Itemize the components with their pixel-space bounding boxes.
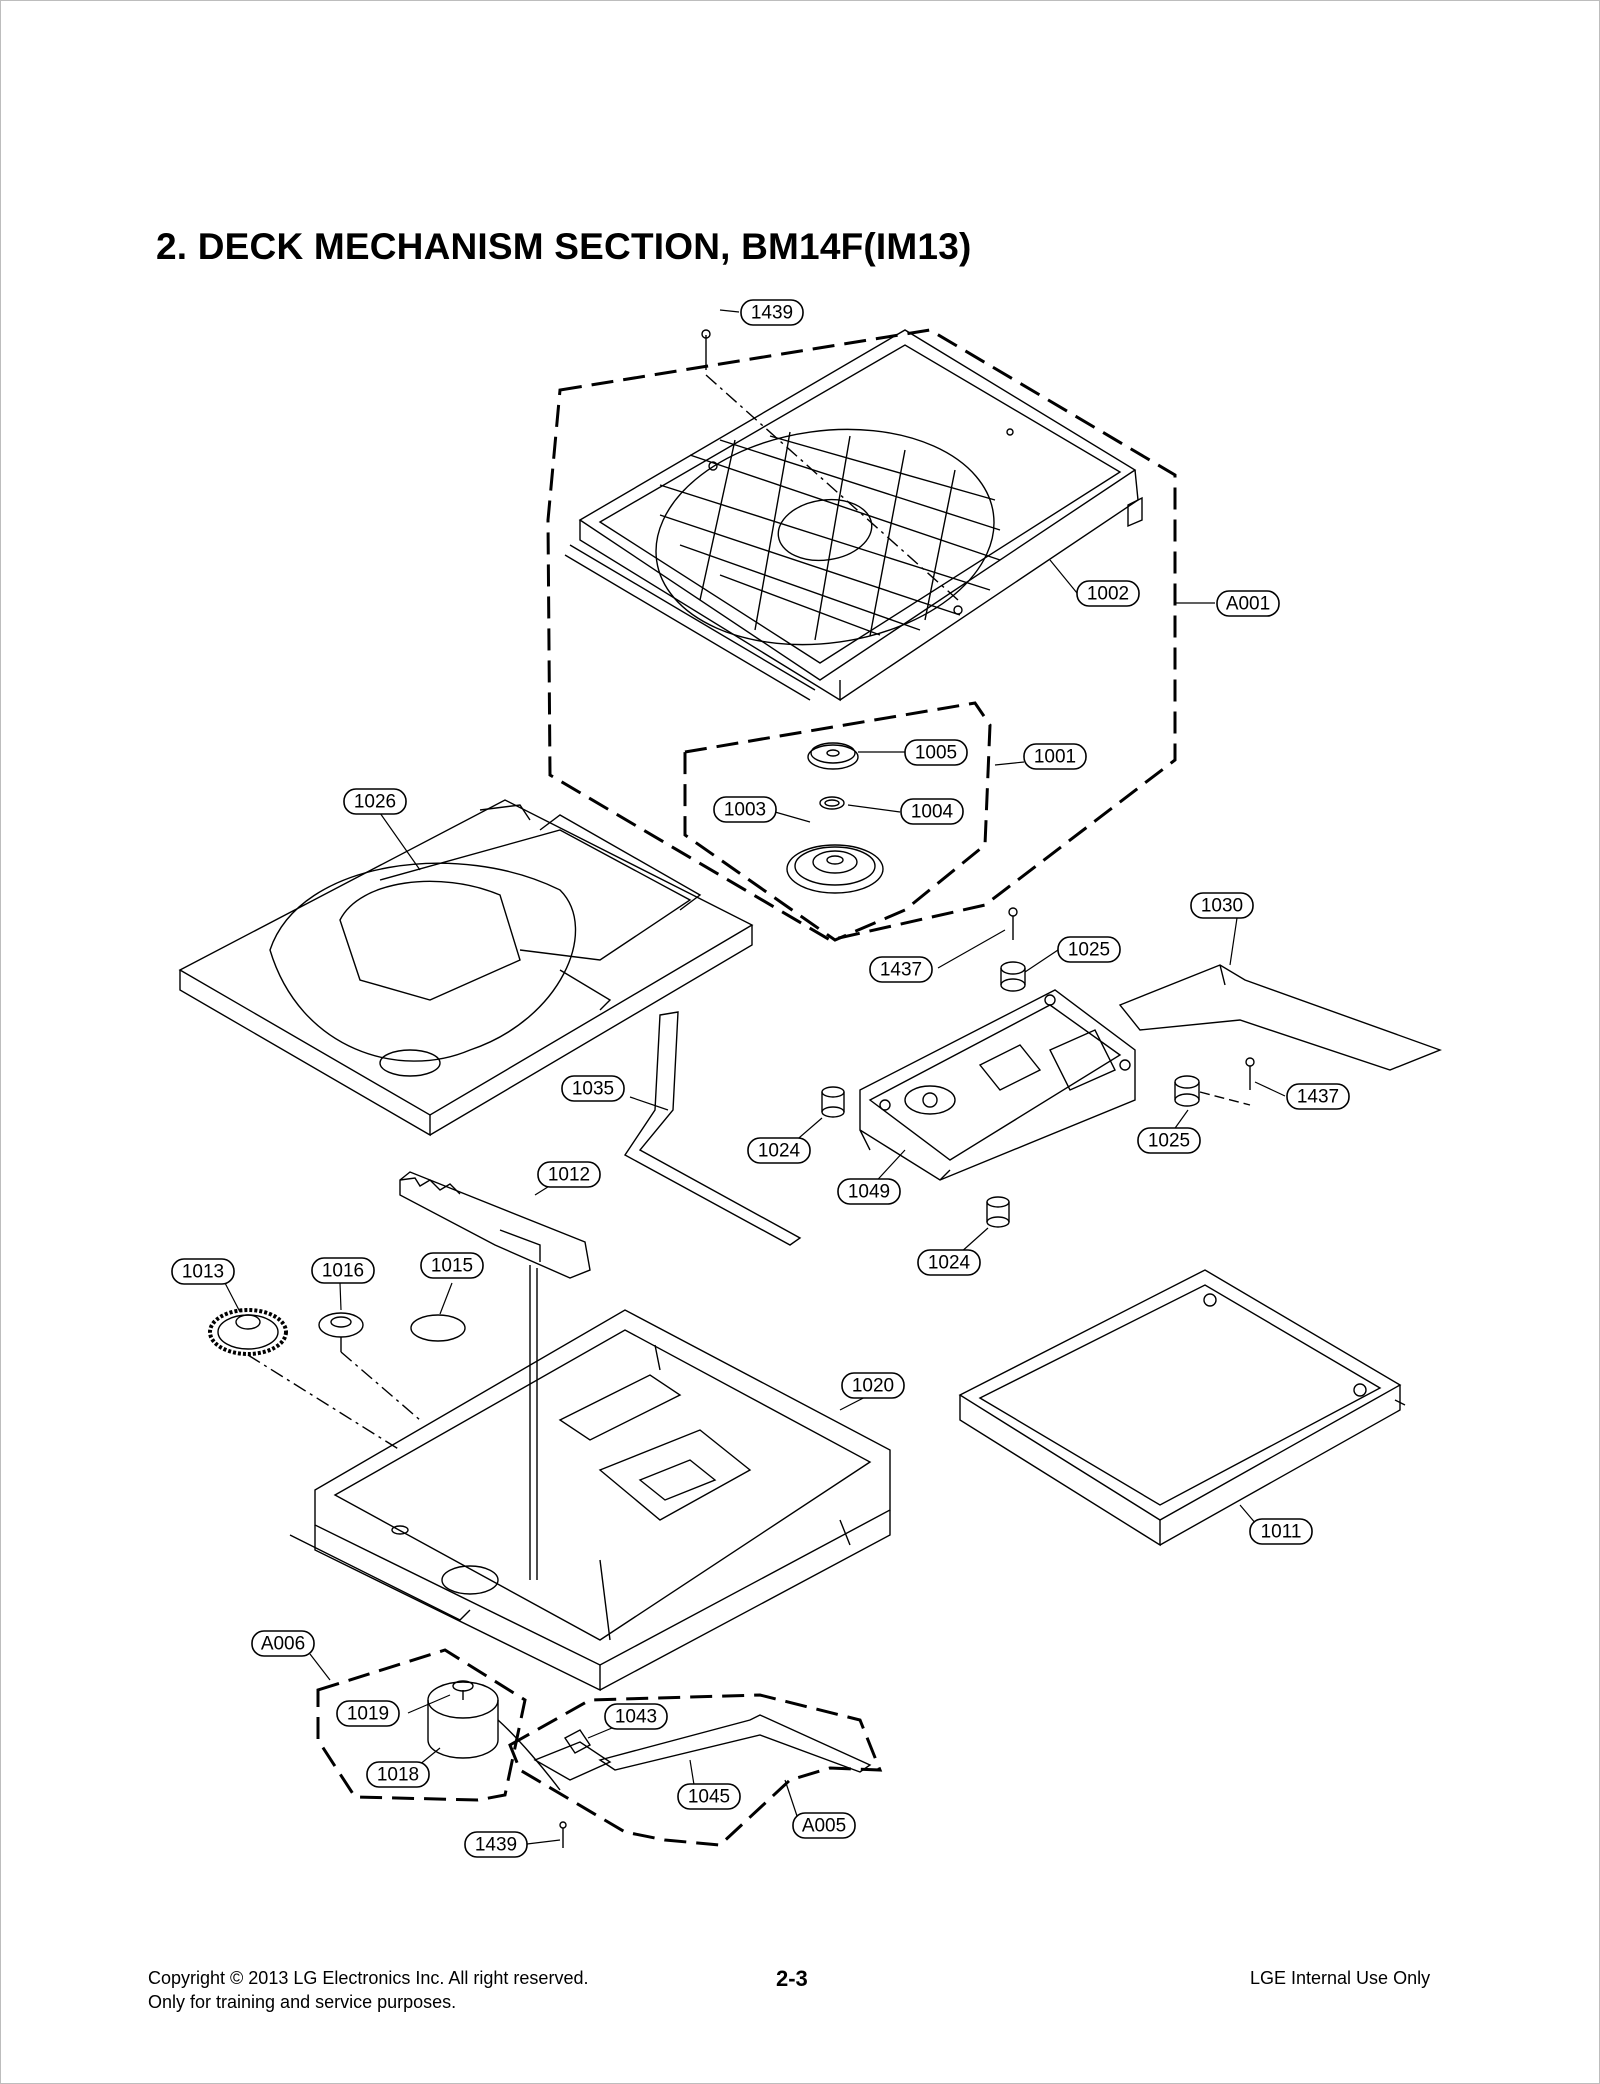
label-1043: 1043 xyxy=(604,1703,668,1730)
part-1012-cam-slider xyxy=(399,1171,591,1580)
label-a005: A005 xyxy=(792,1812,856,1839)
svg-text:A005: A005 xyxy=(802,1816,846,1837)
label-1020: 1020 xyxy=(841,1372,905,1399)
svg-text:1025: 1025 xyxy=(1068,940,1110,961)
outline-a001 xyxy=(546,328,1177,942)
part-1016-pulley xyxy=(318,1312,421,1421)
label-1016: 1016 xyxy=(311,1257,375,1284)
label-1012: 1012 xyxy=(537,1161,601,1188)
part-1025-damper-a xyxy=(1000,961,1026,992)
svg-text:1019: 1019 xyxy=(347,1704,389,1725)
part-1026-tray xyxy=(178,799,754,1137)
label-1011: 1011 xyxy=(1249,1518,1313,1545)
label-1025-top: 1025 xyxy=(1057,936,1121,963)
svg-text:1045: 1045 xyxy=(688,1787,730,1808)
copyright-line-1: Copyright © 2013 LG Electronics Inc. All… xyxy=(148,1968,589,1988)
label-1049: 1049 xyxy=(837,1178,901,1205)
label-1018: 1018 xyxy=(366,1761,430,1788)
part-1043-switch xyxy=(533,1729,612,1781)
svg-text:1024: 1024 xyxy=(758,1141,801,1162)
label-1024-top: 1024 xyxy=(747,1137,811,1164)
svg-text:1439: 1439 xyxy=(751,303,793,324)
part-1019-motor-pulley xyxy=(452,1680,474,1700)
label-1015: 1015 xyxy=(420,1252,484,1279)
part-1018-motor xyxy=(427,1681,561,1791)
copyright-line-2: Only for training and service purposes. xyxy=(148,1992,457,2012)
label-1026: 1026 xyxy=(343,788,407,815)
footer-copyright: Copyright © 2013 LG Electronics Inc. All… xyxy=(148,1966,588,2014)
part-1005-clamper-magnet xyxy=(807,742,859,770)
label-1035: 1035 xyxy=(561,1075,625,1102)
label-1030: 1030 xyxy=(1190,892,1254,919)
label-1437-right: 1437 xyxy=(1286,1083,1350,1110)
svg-text:1035: 1035 xyxy=(572,1079,614,1100)
outline-a005 xyxy=(508,1693,883,1847)
part-1025-damper-b xyxy=(1174,1075,1200,1107)
part-1049-traverse xyxy=(859,989,1136,1181)
page-number: 2-3 xyxy=(776,1966,808,1991)
part-1439-screw-bottom xyxy=(559,1821,567,1848)
label-1024-bottom: 1024 xyxy=(917,1249,981,1276)
svg-text:A001: A001 xyxy=(1226,594,1270,615)
part-1002-cover xyxy=(564,329,1143,702)
svg-text:1013: 1013 xyxy=(182,1262,224,1283)
label-1025-bottom: 1025 xyxy=(1137,1127,1201,1154)
label-1004: 1004 xyxy=(900,798,964,825)
label-1002: 1002 xyxy=(1076,580,1140,607)
part-1013-gear xyxy=(208,1308,401,1451)
outline-1001 xyxy=(683,701,992,942)
part-1030-flat-cable xyxy=(1118,964,1442,1071)
part-1003-clamper xyxy=(786,844,884,894)
svg-text:1043: 1043 xyxy=(615,1707,657,1728)
part-1045-flex-pcb xyxy=(598,1714,872,1773)
svg-text:1026: 1026 xyxy=(354,792,396,813)
label-1013: 1013 xyxy=(171,1258,235,1285)
svg-text:1025: 1025 xyxy=(1148,1131,1190,1152)
svg-text:1020: 1020 xyxy=(852,1376,894,1397)
svg-text:A006: A006 xyxy=(261,1634,305,1655)
internal-use-note: LGE Internal Use Only xyxy=(1250,1968,1431,1988)
svg-text:1015: 1015 xyxy=(431,1256,473,1277)
part-1024-damper-b xyxy=(986,1196,1010,1228)
part-1004-ring xyxy=(819,796,845,810)
svg-text:1439: 1439 xyxy=(475,1835,517,1856)
svg-text:1030: 1030 xyxy=(1201,896,1243,917)
label-1437-left: 1437 xyxy=(869,956,933,983)
part-1015-belt xyxy=(410,1314,466,1342)
label-1005: 1005 xyxy=(904,739,968,766)
svg-text:1004: 1004 xyxy=(911,802,954,823)
svg-text:1012: 1012 xyxy=(548,1165,590,1186)
part-1437-screw-a xyxy=(1008,907,1018,940)
svg-text:1016: 1016 xyxy=(322,1261,364,1282)
svg-text:1002: 1002 xyxy=(1087,584,1129,605)
label-1019: 1019 xyxy=(336,1700,400,1727)
svg-text:1049: 1049 xyxy=(848,1182,890,1203)
svg-text:1437: 1437 xyxy=(1297,1087,1339,1108)
label-1439-top: 1439 xyxy=(740,299,804,326)
part-1439-screw-top xyxy=(701,329,959,601)
label-1439-bottom: 1439 xyxy=(464,1831,528,1858)
svg-text:1011: 1011 xyxy=(1261,1522,1302,1543)
part-1020-chassis xyxy=(289,1309,891,1692)
part-1035-flat-cable xyxy=(623,1011,802,1246)
svg-text:1024: 1024 xyxy=(928,1253,971,1274)
part-1024-damper-a xyxy=(821,1086,845,1118)
part-1437-screw-b xyxy=(1199,1057,1255,1106)
svg-text:1018: 1018 xyxy=(377,1765,419,1786)
label-1001: 1001 xyxy=(1023,743,1087,770)
outline-a006 xyxy=(316,1648,527,1802)
svg-text:1001: 1001 xyxy=(1034,747,1076,768)
svg-text:1003: 1003 xyxy=(724,800,766,821)
svg-text:1005: 1005 xyxy=(915,743,957,764)
page-title: 2. DECK MECHANISM SECTION, BM14F(IM13) xyxy=(156,226,972,267)
svg-text:1437: 1437 xyxy=(880,960,922,981)
label-a001: A001 xyxy=(1216,590,1280,617)
part-1011-frame xyxy=(958,1269,1406,1547)
label-1003: 1003 xyxy=(713,796,777,823)
label-a006: A006 xyxy=(251,1630,315,1657)
label-1045: 1045 xyxy=(677,1783,741,1810)
